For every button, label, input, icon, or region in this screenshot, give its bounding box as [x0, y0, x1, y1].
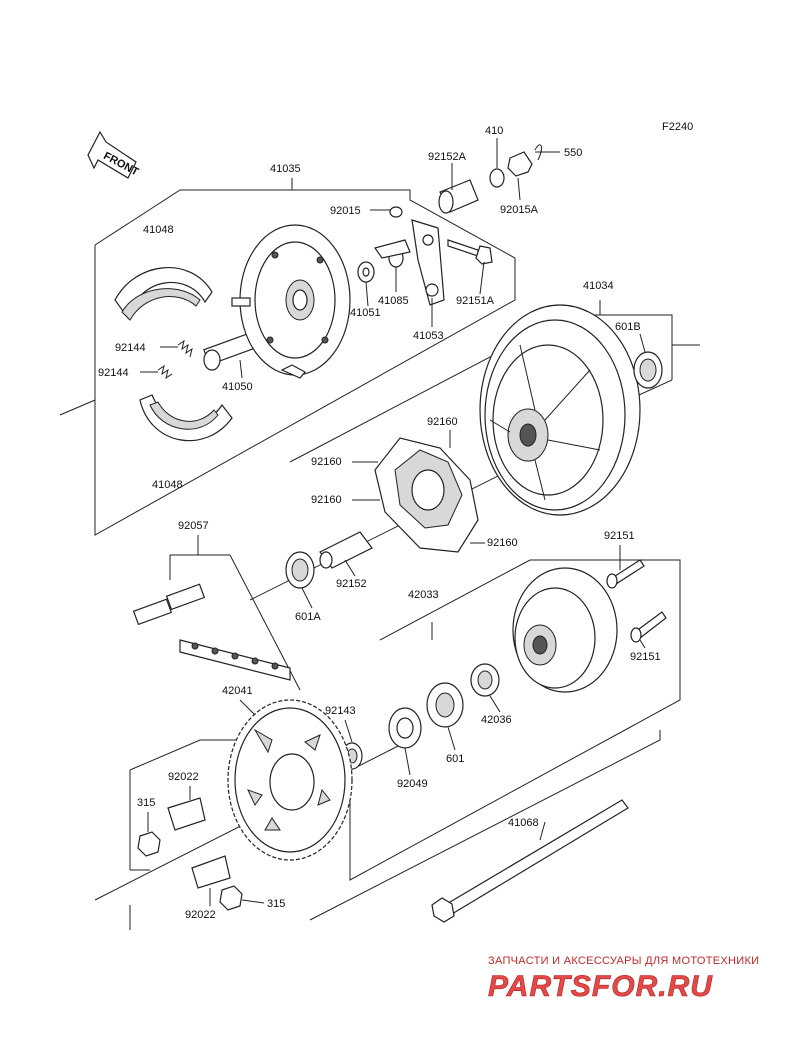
hub-spacers [341, 663, 500, 770]
label-92015: 92015 [330, 205, 361, 217]
spacer-92152 [319, 531, 373, 569]
label-315-left: 315 [137, 797, 155, 809]
brake-cam [203, 330, 262, 371]
label-92151-bottom: 92151 [630, 651, 661, 663]
watermark-logo: PARTSFOR.RU [488, 970, 713, 1003]
label-601: 601 [446, 753, 464, 765]
bearing-601a [285, 551, 315, 589]
wheel-hub [479, 304, 641, 516]
label-92015a: 92015A [500, 204, 539, 216]
label-42036: 42036 [481, 714, 512, 726]
label-92022-top: 92022 [168, 771, 199, 783]
drive-chain [132, 583, 291, 681]
rear-sprocket [227, 699, 353, 861]
brake-arm-parts [357, 206, 493, 306]
brake-springs [157, 339, 193, 380]
bearing-601b [633, 351, 663, 389]
label-41035: 41035 [270, 163, 301, 175]
rear-axle [431, 799, 629, 923]
label-92057: 92057 [178, 520, 209, 532]
label-42033: 42033 [408, 589, 439, 601]
label-41034: 41034 [583, 280, 614, 292]
label-92143: 92143 [325, 705, 356, 717]
label-92022-bottom: 92022 [185, 909, 216, 921]
brake-panel [231, 224, 351, 379]
brake-group-outline [94, 189, 516, 536]
label-41051: 41051 [350, 307, 381, 319]
watermark-tagline: ЗАПЧАСТИ И АКСЕССУАРЫ ДЛЯ МОТОТЕХНИКИ [488, 955, 759, 967]
front-arrow-icon [87, 130, 137, 179]
lock-plates-and-nuts [137, 797, 243, 911]
label-42041: 42041 [222, 685, 253, 697]
label-601a: 601A [295, 611, 321, 623]
label-92152a: 92152A [428, 151, 467, 163]
label-92160-top: 92160 [427, 416, 458, 428]
label-41068: 41068 [508, 817, 539, 829]
label-41048-top: 41048 [143, 224, 174, 236]
label-92144-b: 92144 [98, 367, 129, 379]
leader-lines [140, 138, 646, 906]
brake-shoe-lower [139, 394, 233, 442]
label-410: 410 [485, 125, 503, 137]
label-92160-right: 92160 [487, 537, 518, 549]
label-92160-left: 92160 [311, 456, 342, 468]
label-41050: 41050 [222, 381, 253, 393]
label-315-right: 315 [267, 898, 285, 910]
brake-shoe-upper [114, 267, 213, 321]
label-550: 550 [564, 147, 582, 159]
label-92049: 92049 [397, 778, 428, 790]
label-41048-bottom: 41048 [152, 479, 183, 491]
label-41053: 41053 [413, 330, 444, 342]
label-92151-top: 92151 [604, 530, 635, 542]
label-92151a: 92151A [456, 295, 495, 307]
sprocket-hub [512, 567, 618, 693]
sprocket-bolts [606, 559, 667, 643]
label-92152: 92152 [336, 578, 367, 590]
axle-spacer-parts [438, 144, 542, 214]
label-92144-a: 92144 [115, 342, 146, 354]
label-41085: 41085 [378, 295, 409, 307]
wheel-dampers [374, 437, 479, 553]
diagram-code: F2240 [662, 121, 693, 133]
wheel-group-outline [289, 314, 700, 463]
label-92160-mid: 92160 [311, 494, 342, 506]
label-601b: 601B [615, 321, 641, 333]
